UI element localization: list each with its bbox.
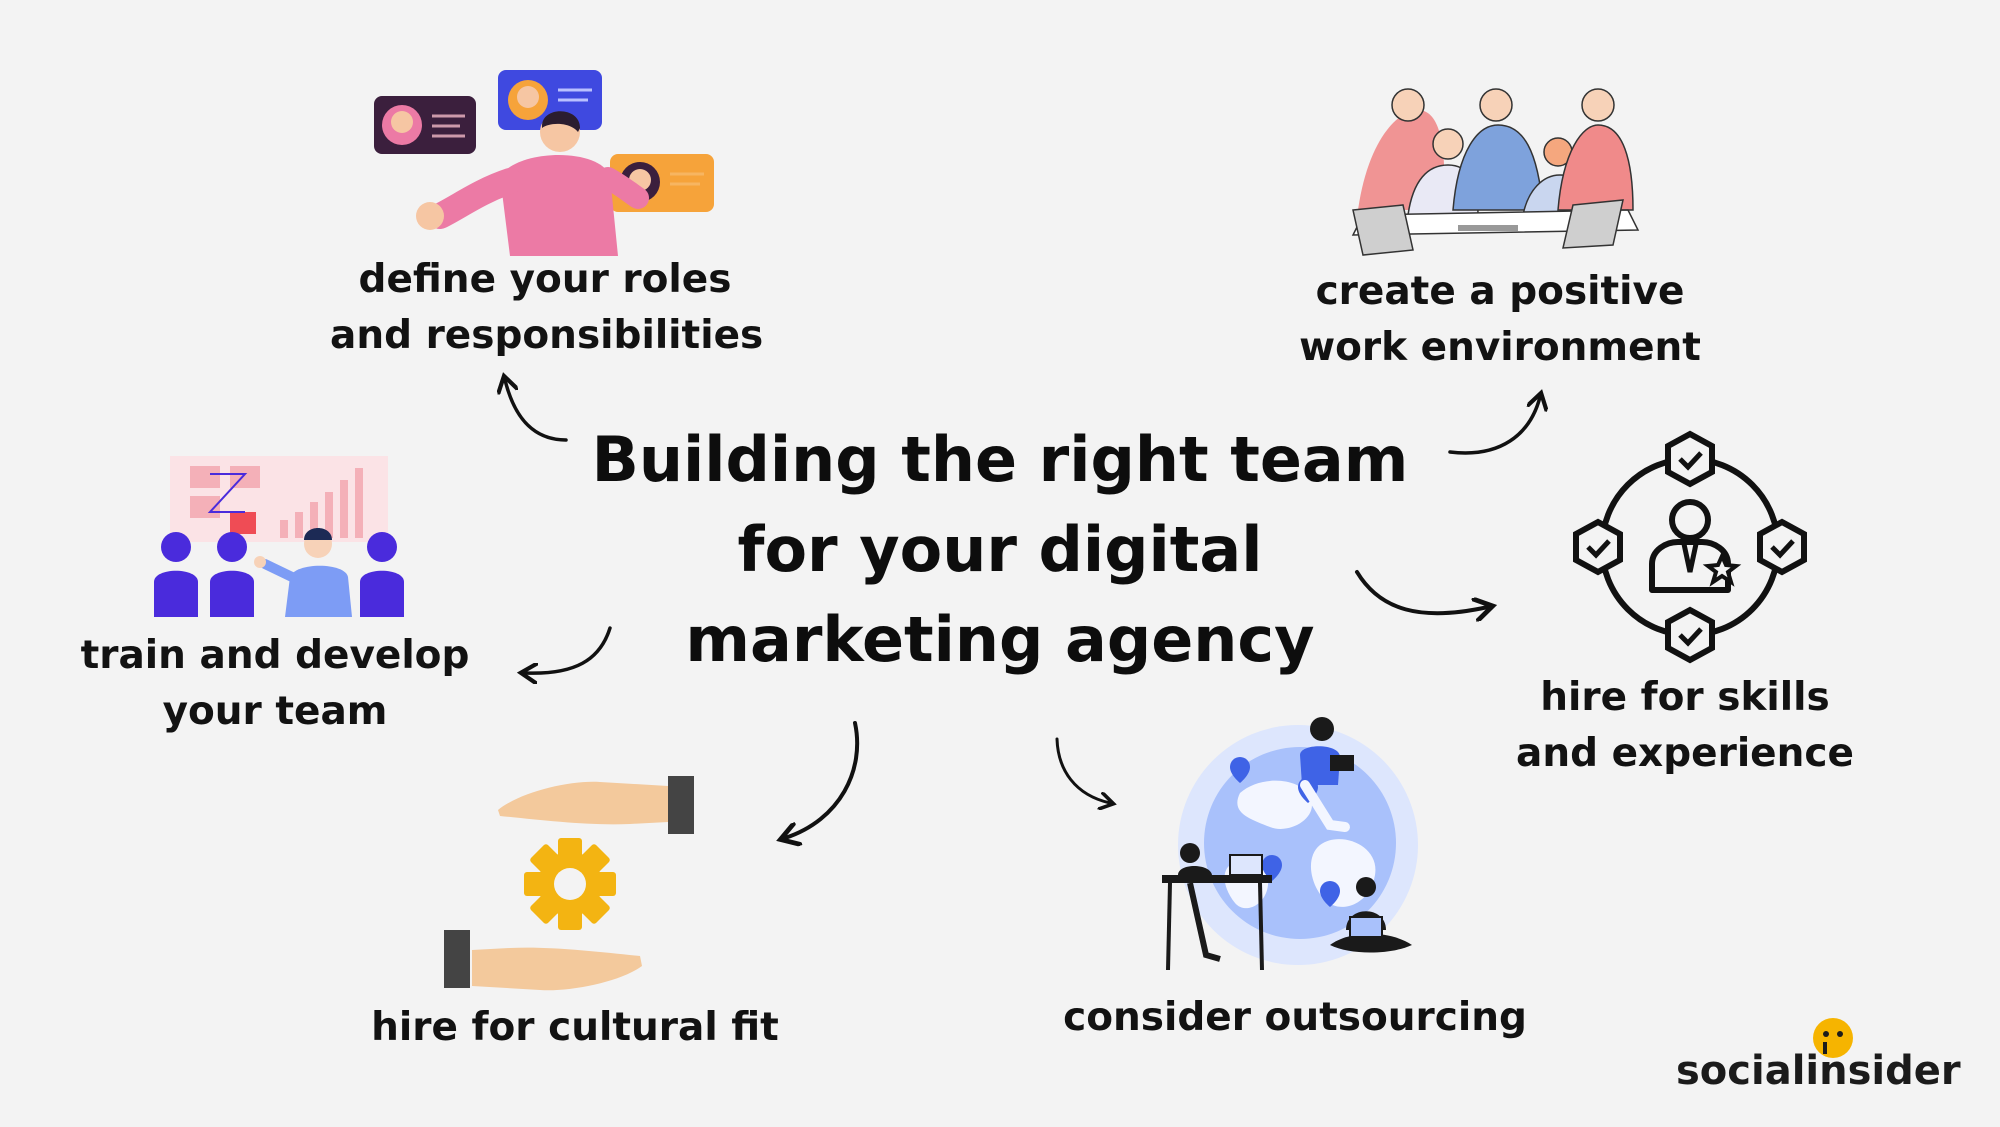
arrow-to-positive-env bbox=[1448, 397, 1540, 455]
globe-remote-work-icon bbox=[1162, 717, 1418, 971]
cultural-fit-line-1: hire for cultural fit bbox=[371, 1005, 779, 1050]
brand-logo-smile-icon bbox=[1813, 1018, 1853, 1058]
node-define-roles: define your roles and responsibilities bbox=[330, 252, 764, 364]
video-call-people-icon bbox=[374, 70, 714, 256]
diagram-title: Building the right team for your digital… bbox=[560, 415, 1440, 685]
positive-env-line-1: create a positive bbox=[1315, 269, 1685, 314]
hands-gear-icon bbox=[444, 776, 694, 991]
arrow-to-define-roles bbox=[505, 380, 568, 442]
arrow-to-skills bbox=[1355, 570, 1488, 613]
presentation-audience-icon bbox=[154, 456, 404, 617]
hex-badge-top bbox=[1665, 430, 1715, 488]
define-roles-line-1: define your roles bbox=[358, 257, 732, 302]
employee-skills-icon bbox=[1573, 430, 1807, 664]
hex-badge-left bbox=[1573, 518, 1623, 576]
train-line-1: train and develop bbox=[80, 633, 470, 678]
define-roles-line-2: and responsibilities bbox=[330, 313, 764, 358]
brand-name: socialinsider bbox=[1676, 1048, 1961, 1094]
outsourcing-line-1: consider outsourcing bbox=[1063, 995, 1527, 1040]
hex-badge-bottom bbox=[1665, 606, 1715, 664]
arrow-to-cultural-fit bbox=[785, 721, 860, 838]
train-line-2: your team bbox=[162, 689, 388, 734]
node-skills: hire for skills and experience bbox=[1490, 670, 1880, 782]
brand-logo: socialinsider bbox=[1676, 1018, 1961, 1094]
arrow-to-train bbox=[525, 626, 612, 673]
positive-env-line-2: work environment bbox=[1299, 325, 1701, 370]
node-cultural-fit: hire for cultural fit bbox=[360, 1000, 790, 1056]
hex-badge-right bbox=[1757, 518, 1807, 576]
arrow-to-outsourcing bbox=[1055, 737, 1110, 803]
title-line-1: Building the right team bbox=[591, 423, 1409, 496]
node-train: train and develop your team bbox=[70, 628, 480, 740]
skills-line-1: hire for skills bbox=[1540, 675, 1830, 720]
title-line-3: marketing agency bbox=[685, 603, 1315, 676]
node-outsourcing: consider outsourcing bbox=[1060, 990, 1530, 1046]
team-meeting-icon bbox=[1351, 88, 1640, 256]
title-line-2: for your digital bbox=[737, 513, 1263, 586]
skills-line-2: and experience bbox=[1516, 731, 1854, 776]
node-positive-env: create a positive work environment bbox=[1290, 264, 1710, 376]
